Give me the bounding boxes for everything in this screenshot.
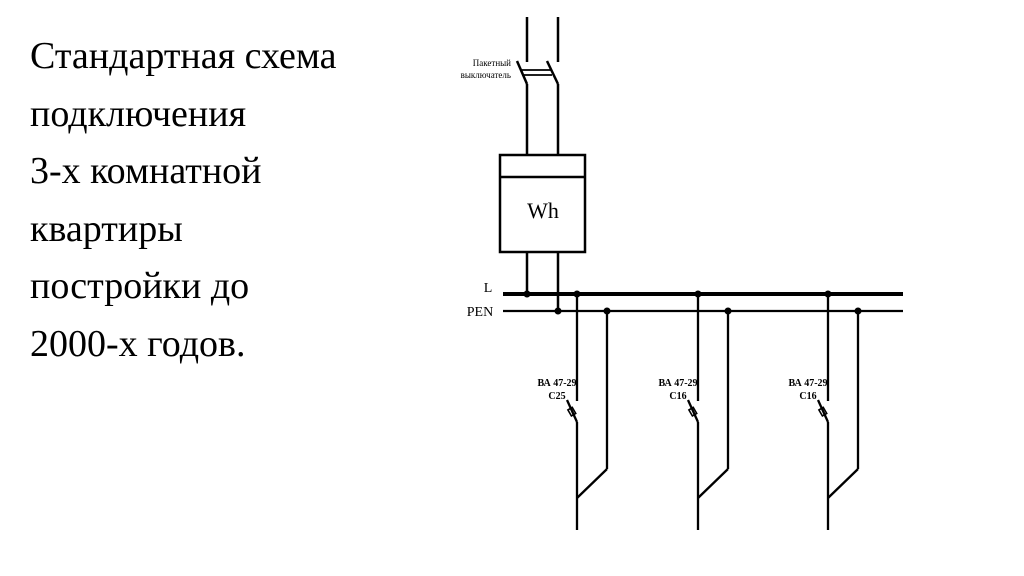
breaker-rating-label: C16 (669, 391, 686, 402)
bus-pen-label: PEN (467, 305, 493, 320)
breaker-blade (686, 399, 700, 423)
branch-pen-join (827, 468, 859, 499)
breaker-blade (816, 399, 830, 423)
title-line: 3-х комнатной (30, 150, 262, 192)
breaker-blade (565, 399, 579, 423)
junction-dot (523, 290, 531, 298)
switch-label: выключатель (461, 70, 511, 80)
switch-label: Пакетный (473, 58, 511, 68)
breaker-model-label: ВА 47-29 (658, 378, 697, 389)
meter-label: Wh (527, 198, 559, 223)
branch-pen-join (576, 468, 608, 499)
breaker-rating-label: C16 (799, 391, 816, 402)
switch-blade-left (515, 60, 529, 85)
title-line: квартиры (30, 207, 183, 250)
breaker-model-label: ВА 47-29 (537, 378, 576, 389)
title-line: постройки до (30, 265, 250, 307)
breaker-rating-label: C25 (548, 391, 565, 402)
electricity-meter (498, 153, 587, 254)
breaker-trip-icon (687, 406, 698, 418)
title-line: 2000-х годов. (30, 322, 246, 365)
junction-dot (554, 307, 562, 315)
bus-l-label: L (484, 281, 493, 296)
branch-pen-join (697, 468, 729, 499)
switch-blade-right (545, 60, 560, 85)
breaker-model-label: ВА 47-29 (788, 378, 827, 389)
breaker-trip-icon (566, 406, 577, 418)
title-line: подключения (30, 92, 247, 135)
breaker-trip-icon (817, 406, 828, 418)
slide-title: Стандартная схема подключения 3-х комнат… (30, 28, 410, 373)
title-line: Стандартная схема (30, 35, 337, 77)
